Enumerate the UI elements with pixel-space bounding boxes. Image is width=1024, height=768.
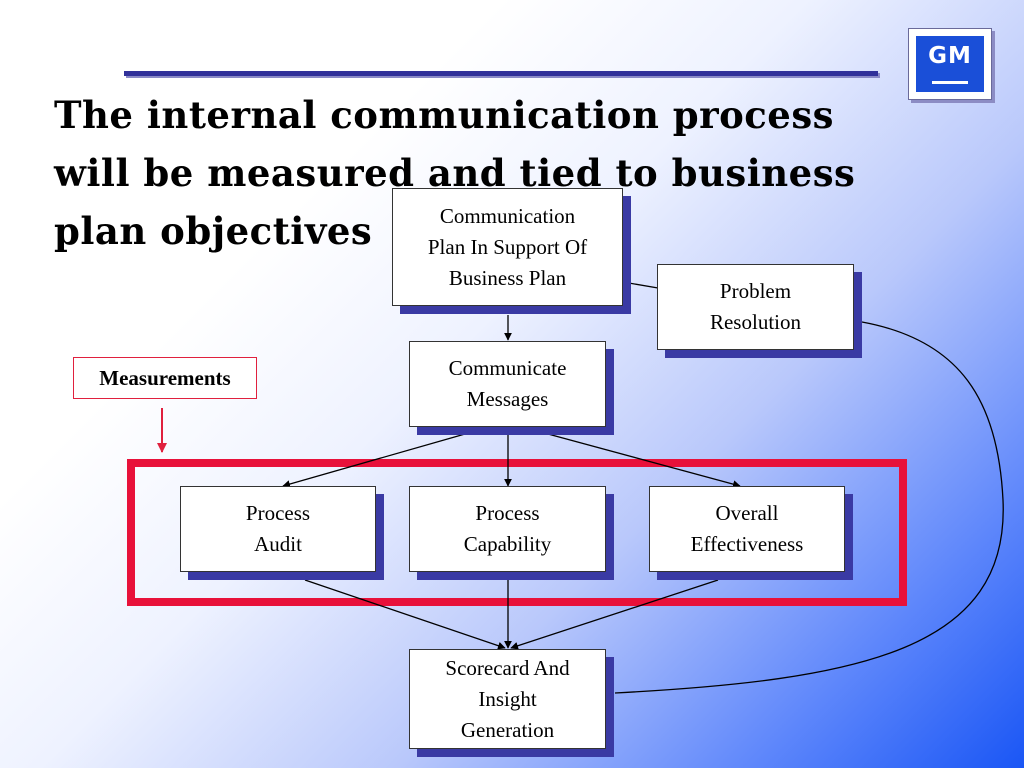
edge-plan-to-problem: [622, 281, 659, 289]
node-communicate-messages: Communicate Messages: [409, 341, 606, 427]
node-communicate-messages-label: Communicate Messages: [448, 356, 567, 411]
title-line-1: The internal communication process: [54, 93, 834, 137]
title-line-3: plan objectives: [54, 209, 373, 253]
measurements-text: Measurements: [99, 365, 231, 390]
title-rule: [124, 71, 878, 76]
node-scorecard: Scorecard And Insight Generation: [409, 649, 606, 749]
node-problem-resolution: Problem Resolution: [657, 264, 854, 350]
edge-communicate-to-audit: [282, 433, 466, 488]
edge-effectiveness-to-scorecard: [510, 579, 719, 650]
title-line-2: will be measured and tied to business: [54, 151, 856, 195]
node-overall-effectiveness: Overall Effectiveness: [649, 486, 845, 572]
node-communication-plan-label: Communication Plan In Support Of Busines…: [427, 203, 588, 290]
gm-logo-underline: [932, 81, 968, 84]
gm-logo: GM: [908, 28, 992, 100]
measurement-frame: [127, 459, 907, 606]
edge-scorecard-to-problem: [614, 321, 1004, 694]
measurements-label: Measurements: [73, 357, 257, 399]
gm-logo-mark: GM: [916, 36, 984, 92]
node-communication-plan: Communication Plan In Support Of Busines…: [392, 188, 623, 306]
node-process-capability: Process Capability: [409, 486, 606, 572]
node-scorecard-label: Scorecard And Insight Generation: [445, 655, 570, 742]
node-process-capability-label: Process Capability: [463, 501, 552, 556]
gm-logo-text: GM: [928, 43, 972, 69]
edge-audit-to-scorecard: [304, 579, 506, 650]
node-process-audit-label: Process Audit: [245, 501, 311, 556]
node-process-audit: Process Audit: [180, 486, 376, 572]
slide-title: The internal communication process will …: [54, 86, 914, 260]
node-overall-effectiveness-label: Overall Effectiveness: [690, 501, 804, 556]
edge-communicate-to-effectiveness: [547, 433, 741, 488]
node-problem-resolution-label: Problem Resolution: [709, 279, 801, 334]
